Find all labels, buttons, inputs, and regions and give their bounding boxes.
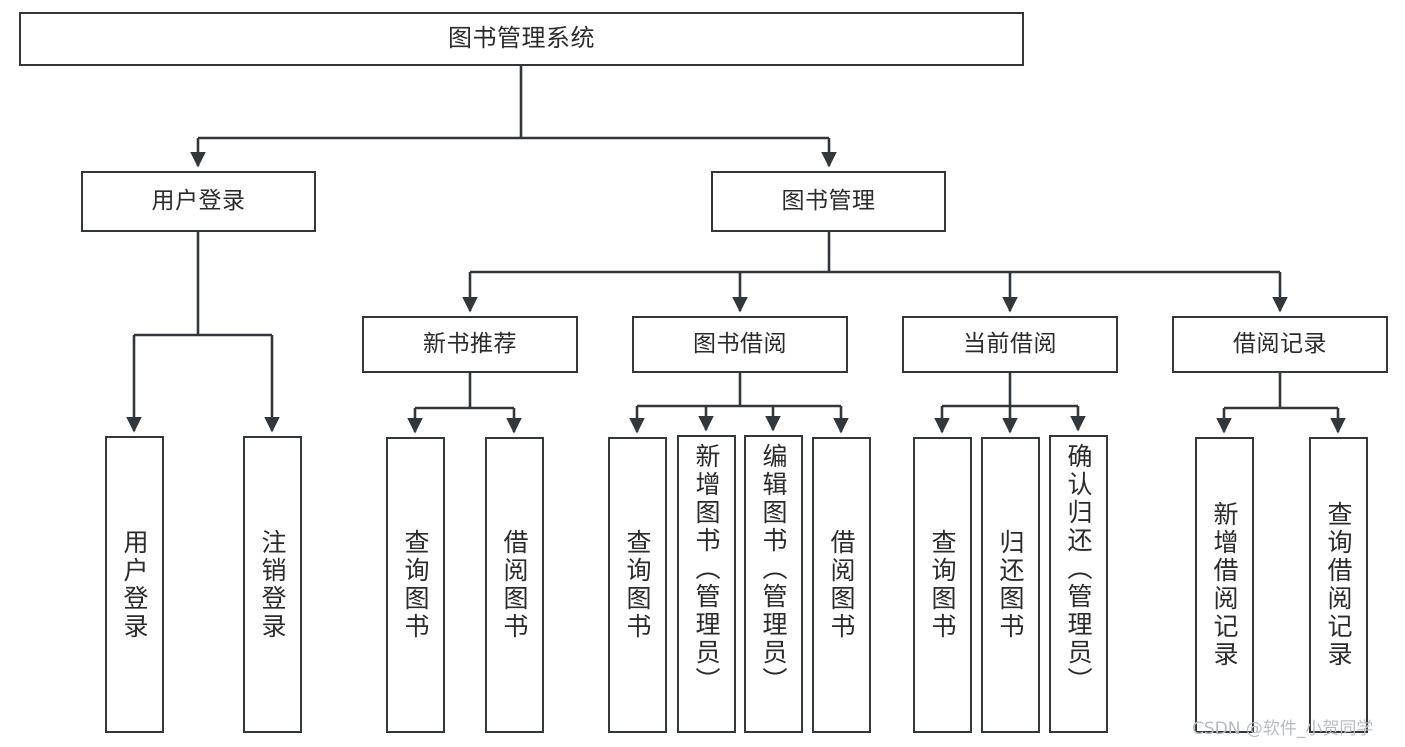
leaf-return-book[interactable]: 归还图书 [981, 437, 1040, 733]
node-root-book-management-system[interactable]: 图书管理系统 [19, 12, 1024, 66]
leaf-query-book-recommend[interactable]: 查询图书 [386, 437, 445, 733]
node-label: 查询图书 [401, 529, 430, 641]
node-label: 借阅图书 [827, 529, 856, 641]
leaf-add-borrow-record[interactable]: 新增借阅记录 [1195, 437, 1254, 733]
node-label: 新书推荐 [423, 331, 517, 358]
node-label: 查询图书 [623, 529, 652, 641]
node-label: 借阅图书 [500, 529, 529, 641]
leaf-confirm-return[interactable]: 确认归还（管理员） [1049, 435, 1108, 733]
node-label: 编辑图书（管理员） [759, 443, 788, 695]
node-label: 归还图书 [996, 529, 1025, 641]
node-label: 图书借阅 [693, 331, 787, 358]
node-book-management[interactable]: 图书管理 [711, 171, 946, 232]
node-book-borrow[interactable]: 图书借阅 [632, 316, 848, 373]
node-label: 注销登录 [258, 528, 287, 641]
leaf-user-login[interactable]: 用户登录 [105, 436, 164, 733]
leaf-add-book[interactable]: 新增图书（管理员） [677, 435, 736, 733]
node-label: 图书管理 [781, 188, 876, 215]
leaf-query-book-borrow[interactable]: 查询图书 [608, 437, 667, 733]
node-label: 确认归还（管理员） [1064, 443, 1093, 695]
leaf-borrow-book-recommend[interactable]: 借阅图书 [485, 437, 544, 733]
leaf-query-borrow-record[interactable]: 查询借阅记录 [1309, 437, 1368, 733]
node-label: 当前借阅 [963, 331, 1057, 358]
leaf-edit-book[interactable]: 编辑图书（管理员） [744, 435, 803, 733]
csdn-watermark: CSDN @软件_小贺同学 [1192, 719, 1374, 739]
node-label: 查询借阅记录 [1324, 501, 1353, 669]
node-label: 图书管理系统 [448, 24, 595, 53]
leaf-logout-login[interactable]: 注销登录 [243, 436, 302, 733]
node-label: 借阅记录 [1233, 331, 1327, 358]
node-borrow-record[interactable]: 借阅记录 [1172, 316, 1388, 373]
node-label: 用户登录 [120, 528, 149, 641]
node-label: 新增借阅记录 [1210, 501, 1239, 669]
node-user-login[interactable]: 用户登录 [81, 171, 316, 232]
node-label: 查询图书 [928, 529, 957, 641]
node-label: 新增图书（管理员） [692, 443, 721, 695]
node-current-borrow[interactable]: 当前借阅 [902, 316, 1118, 373]
node-label: 用户登录 [151, 188, 246, 215]
node-new-book-recommend[interactable]: 新书推荐 [362, 316, 578, 373]
leaf-borrow-book-borrow[interactable]: 借阅图书 [812, 437, 871, 733]
leaf-query-book-current[interactable]: 查询图书 [913, 437, 972, 733]
